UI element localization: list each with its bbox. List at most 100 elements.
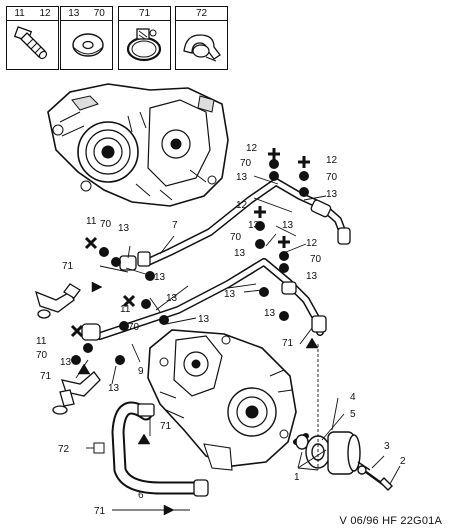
washer-dot	[299, 187, 309, 197]
callout-label: 72	[58, 444, 70, 455]
callout-label: 9	[138, 366, 144, 377]
washer-icon	[72, 33, 104, 57]
callout-label: 70	[36, 350, 48, 361]
triangle-marker	[77, 363, 91, 375]
washer-dot	[259, 287, 269, 297]
washer-dot	[279, 263, 289, 273]
legend-ref: 13	[68, 8, 80, 19]
washer-dot	[255, 221, 265, 231]
callout-label: 13	[306, 271, 318, 282]
callout-label: 71	[40, 371, 52, 382]
callout-label: 13	[282, 220, 294, 231]
triangle-marker	[163, 504, 175, 516]
washer-dot	[299, 171, 309, 181]
pipe-clip-icon	[183, 34, 221, 62]
cross-marker	[84, 236, 98, 250]
washer-dot	[145, 271, 155, 281]
callout-label: 13	[236, 172, 248, 183]
washer-dot	[115, 355, 125, 365]
callout-label: 70	[100, 219, 112, 230]
legend-box-13-70: 13 70	[60, 6, 113, 70]
callout-label: 13	[248, 220, 260, 231]
triangle-marker	[137, 433, 151, 445]
callout-label: 13	[224, 289, 236, 300]
callout-label: 12	[306, 238, 318, 249]
washer-dot	[83, 343, 93, 353]
triangle-marker	[91, 281, 103, 293]
callout-label: 71	[282, 338, 294, 349]
callout-label: 70	[230, 232, 242, 243]
callout-label: 71	[62, 261, 74, 272]
washer-dot	[159, 315, 169, 325]
legend-ref: 12	[39, 8, 51, 19]
triangle-marker	[305, 337, 319, 349]
callout-label: 12	[236, 200, 248, 211]
cross-marker	[70, 324, 84, 338]
drawing-reference: V 06/96 HF 22G01A	[339, 515, 442, 527]
elbow-union-lower-left	[52, 371, 101, 415]
cross-marker	[122, 294, 136, 308]
square-marker	[93, 442, 105, 454]
callout-label: 13	[118, 223, 130, 234]
bolt-union-icon	[13, 26, 48, 60]
callout-label: 13	[60, 357, 72, 368]
callout-label: 4	[350, 392, 356, 403]
washer-dot	[141, 299, 151, 309]
legend-box-11-12: 11 12	[6, 6, 59, 70]
callout-label: 2	[400, 456, 406, 467]
cross-marker	[298, 156, 310, 168]
cooling-pipes	[96, 178, 348, 495]
legend-ref: 70	[93, 8, 105, 19]
legend-ref: 71	[138, 8, 151, 19]
callout-label: 13	[198, 314, 210, 325]
legend-ref: 11	[14, 8, 25, 19]
legend-ref: 72	[195, 8, 208, 19]
washer-dot	[99, 247, 109, 257]
washer-dot	[255, 239, 265, 249]
gearbox-lower-illustration	[147, 329, 297, 471]
cross-marker	[268, 148, 280, 160]
callout-label: 70	[240, 158, 252, 169]
callout-label: 11	[36, 336, 47, 347]
washer-dot	[269, 171, 279, 181]
callout-label: 3	[384, 441, 390, 452]
gearbox-upper-illustration	[47, 83, 229, 207]
cross-marker	[254, 206, 266, 218]
callout-label: 13	[264, 308, 276, 319]
callout-label: 12	[326, 155, 338, 166]
elbow-union-upper-left	[35, 283, 81, 319]
callout-label: 70	[128, 322, 140, 333]
callout-label: 13	[108, 383, 120, 394]
washer-dot	[71, 355, 81, 365]
washer-dot	[269, 159, 279, 169]
washer-dot	[111, 257, 121, 267]
legend-box-71: 71	[118, 6, 171, 70]
callout-label: 13	[326, 189, 338, 200]
callout-label: 12	[246, 143, 258, 154]
hose-clamp-icon	[126, 28, 162, 62]
callout-label: 70	[326, 172, 338, 183]
callout-label: 1	[294, 472, 300, 483]
callout-label: 13	[166, 293, 178, 304]
callout-label: 71	[94, 506, 106, 517]
leader-lines	[75, 175, 401, 511]
cross-marker	[278, 236, 290, 248]
washer-dot	[279, 311, 289, 321]
washer-dot	[119, 321, 129, 331]
callout-label: 5	[350, 409, 356, 420]
callout-label: 71	[160, 421, 172, 432]
callout-label: 7	[172, 220, 178, 231]
legend-box-72: 72	[175, 6, 228, 70]
callout-labels: 12 70 13 12 70 13 12 70 13 12 70 13 13 1…	[36, 143, 406, 517]
callout-symbols	[70, 148, 319, 516]
callout-label: 13	[234, 248, 246, 259]
washer-dot	[279, 251, 289, 261]
callout-label: 70	[310, 254, 322, 265]
callout-label: 11	[86, 216, 97, 227]
pipe-fittings	[81, 199, 351, 497]
oil-cooler-assembly	[295, 431, 393, 491]
callout-label: 13	[154, 272, 166, 283]
callout-label: 11	[120, 304, 131, 315]
